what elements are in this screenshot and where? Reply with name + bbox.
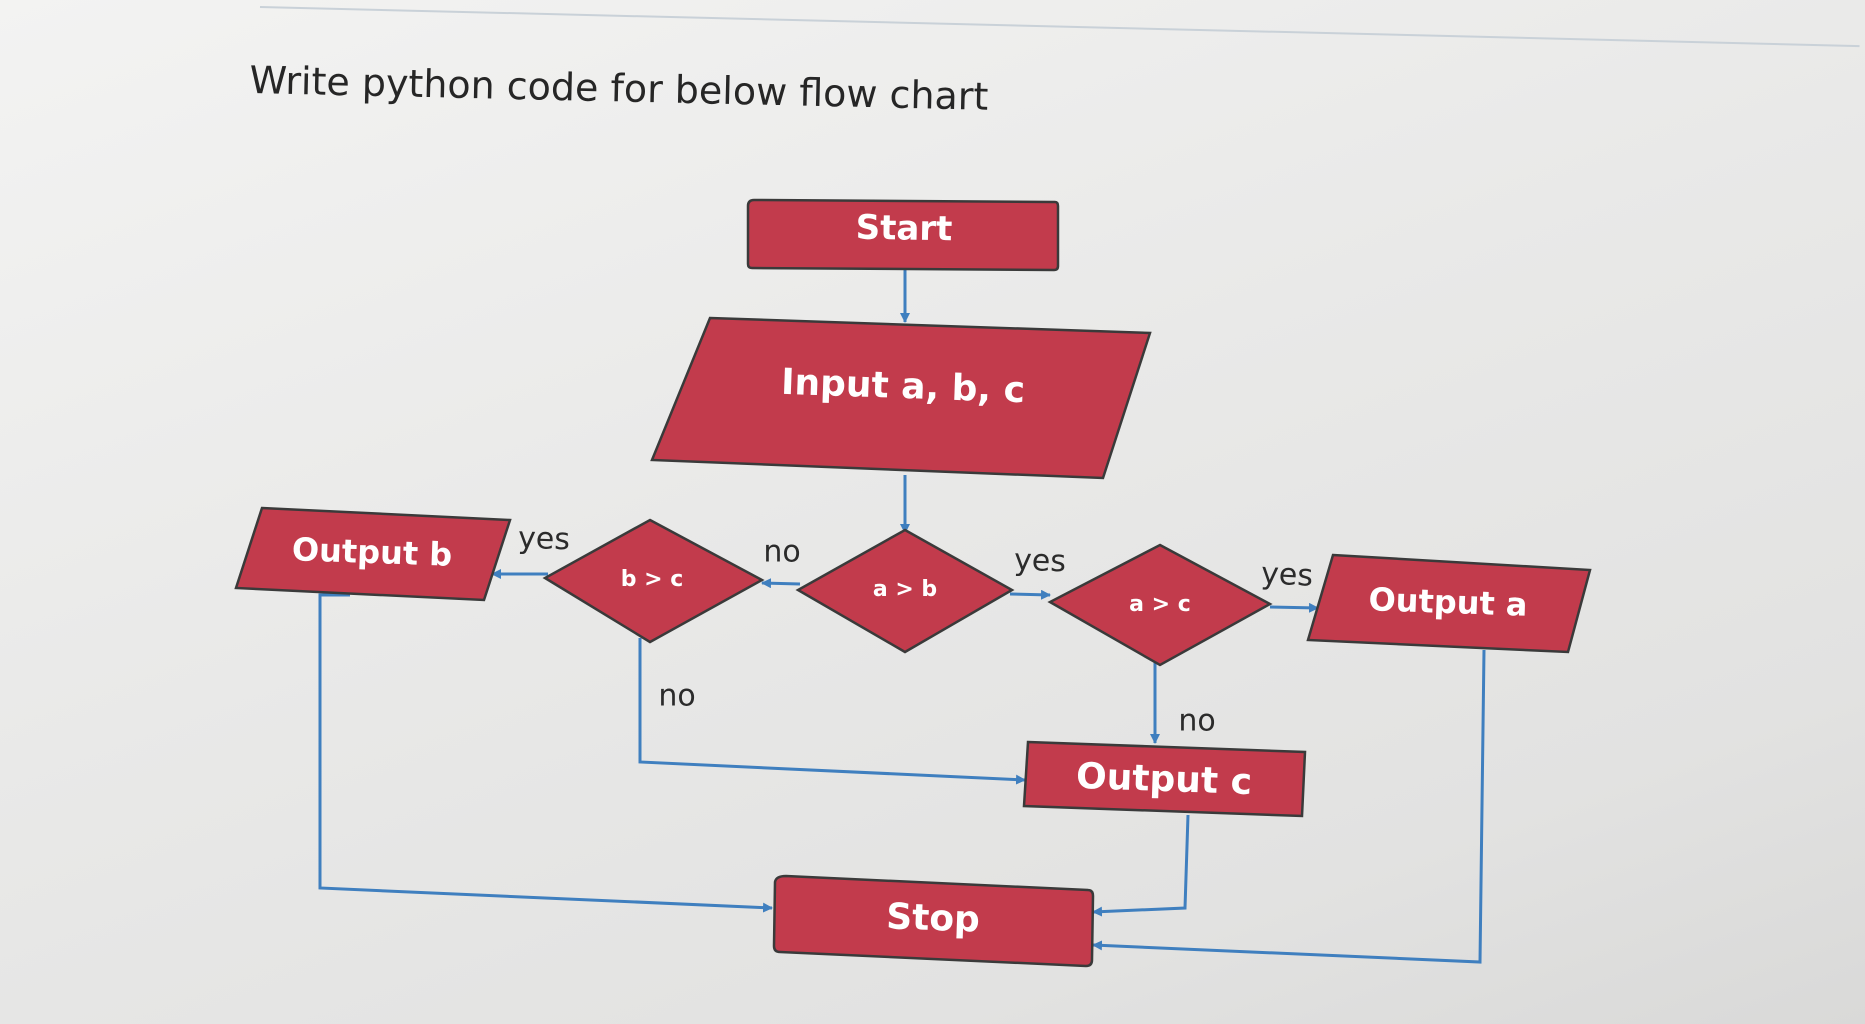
input-label: Input a, b, c (780, 362, 1025, 411)
connectors (318, 270, 1486, 964)
edge-output-b-to-stop (318, 593, 773, 913)
edge-ab-yes-to-ac (1009, 589, 1051, 600)
output-c-label: Output c (1075, 756, 1252, 803)
edge-label-ab-yes: yes (1014, 543, 1067, 580)
stop-node: Stop (772, 874, 1095, 968)
edge-labels: yes no yes no yes no (518, 521, 1314, 739)
edge-ac-yes-to-output-a (1269, 602, 1319, 613)
edge-label-ab-no: no (763, 535, 800, 570)
decision-a-gt-c: a > c (1047, 543, 1273, 667)
start-node: Start (746, 198, 1060, 272)
edge-bc-no-to-output-c (638, 638, 1026, 785)
edge-label-ac-yes: yes (1260, 556, 1314, 594)
decision-a-gt-b: a > b (795, 528, 1015, 654)
output-a-node: Output a (1306, 553, 1592, 654)
stop-label: Stop (886, 896, 981, 940)
decision-a-gt-c-label: a > c (1129, 592, 1191, 617)
output-c-node: Output c (1022, 740, 1307, 818)
output-b-node: Output b (234, 506, 512, 602)
output-a-label: Output a (1368, 580, 1528, 624)
decision-b-gt-c-label: b > c (621, 567, 684, 592)
edge-output-a-to-stop (1092, 649, 1486, 964)
edge-ab-no-to-bc (761, 578, 801, 589)
decision-a-gt-b-label: a > b (873, 577, 937, 602)
decision-b-gt-c: b > c (542, 518, 765, 644)
start-label: Start (855, 208, 952, 250)
input-node: Input a, b, c (650, 316, 1152, 480)
output-b-label: Output b (291, 530, 453, 574)
edge-label-ac-no: no (1178, 704, 1215, 739)
edge-label-bc-yes: yes (518, 521, 571, 558)
edge-label-bc-no: no (658, 679, 695, 714)
edge-output-c-to-stop (1092, 814, 1190, 917)
